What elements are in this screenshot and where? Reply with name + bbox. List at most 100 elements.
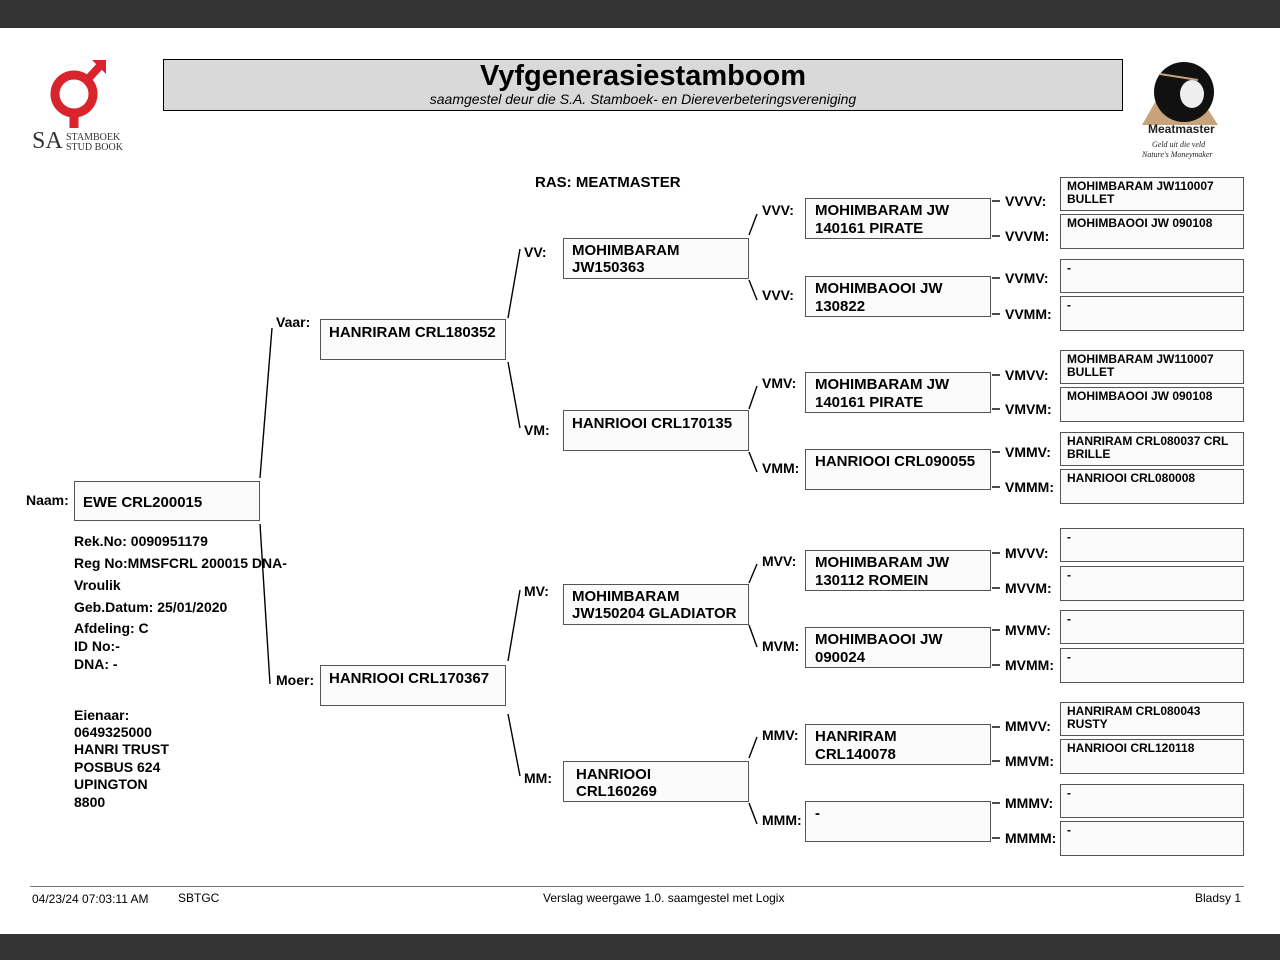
- vvvv-name: MOHIMBARAM JW110007 BULLET: [1067, 179, 1214, 206]
- vm-label: VM:: [524, 422, 550, 438]
- owner-line: 0649325000: [74, 724, 152, 740]
- vvv-name: MOHIMBARAM JW 140161 PIRATE: [815, 202, 950, 237]
- vmvv-name: MOHIMBARAM JW110007 BULLET: [1067, 352, 1214, 379]
- mvvv-label: MVVV:: [1005, 545, 1049, 561]
- vm-name: HANRIOOI CRL170135: [572, 415, 733, 432]
- dna: DNA: -: [74, 656, 118, 672]
- mmvm-name: HANRIOOI CRL120118: [1067, 741, 1195, 755]
- mmv-box: HANRIRAM CRL140078: [805, 724, 991, 765]
- vvmv-name: -: [1067, 261, 1071, 275]
- vmm-label: VMM:: [762, 460, 800, 476]
- reg-no: Reg No:MMSFCRL 200015 DNA-: [74, 555, 287, 571]
- viewer-top-bar: [0, 0, 1280, 28]
- mmvv-box: HANRIRAM CRL080043 RUSTY: [1060, 702, 1244, 736]
- vmvv-label: VMVV:: [1005, 367, 1049, 383]
- vvmv-box: -: [1060, 259, 1244, 293]
- meatmaster-logo: Meatmaster Geld uit die veld Nature's Mo…: [1138, 60, 1222, 168]
- pedigree-lines: [259, 200, 1000, 839]
- vv-label: VV:: [524, 244, 547, 260]
- mvm-label: MVM:: [762, 638, 800, 654]
- vmmv-label: VMMV:: [1005, 444, 1051, 460]
- vv-box: MOHIMBARAM JW150363: [563, 238, 749, 279]
- mm-box: HANRIOOI CRL160269: [563, 761, 749, 802]
- owner-line: POSBUS 624: [74, 759, 161, 775]
- mmmv-label: MMMV:: [1005, 795, 1054, 811]
- viewer-bottom-bar: [0, 934, 1280, 960]
- vmmv-box: HANRIRAM CRL080037 CRL BRILLE: [1060, 432, 1244, 466]
- mvm-box: MOHIMBAOOI JW 090024: [805, 627, 991, 668]
- owner-label: Eienaar:: [74, 707, 130, 723]
- sire-label: Vaar:: [276, 314, 311, 330]
- footer-report: Verslag weergawe 1.0. saamgestel met Log…: [543, 891, 785, 905]
- vmmm-name: HANRIOOI CRL080008: [1067, 471, 1196, 485]
- meatmaster-name: Meatmaster: [1148, 122, 1215, 136]
- mvmv-name: -: [1067, 612, 1071, 626]
- logo-line1: STAMBOEK: [66, 132, 121, 143]
- vvvm-box: MOHIMBAOOI JW 090108: [1060, 214, 1244, 249]
- owner-line: UPINGTON: [74, 776, 148, 792]
- vmvm-name: MOHIMBAOOI JW 090108: [1067, 389, 1213, 403]
- stamboek-mark-icon: [50, 60, 106, 128]
- vvmm-label: VVMM:: [1005, 306, 1052, 322]
- meatmaster-tagline1: Geld uit die veld: [1152, 140, 1206, 149]
- vm-box: HANRIOOI CRL170135: [563, 410, 749, 451]
- rek-no: Rek.No: 0090951179: [74, 533, 208, 549]
- mvv-name: MOHIMBARAM JW 130112 ROMEIN: [815, 554, 950, 589]
- mmmv-box: -: [1060, 784, 1244, 818]
- mvmv-box: -: [1060, 610, 1244, 644]
- mm-label: MM:: [524, 770, 552, 786]
- mmm-box: -: [805, 801, 991, 842]
- mv-name: MOHIMBARAM JW150204 GLADIATOR: [572, 588, 737, 622]
- owner-line: 8800: [74, 794, 106, 810]
- dam-label: Moer:: [276, 672, 315, 688]
- mvvm-label: MVVM:: [1005, 580, 1052, 596]
- vmv-box: MOHIMBARAM JW 140161 PIRATE: [805, 372, 991, 413]
- mm-name: HANRIOOI CRL160269: [576, 766, 657, 800]
- mvvm-box: -: [1060, 566, 1244, 601]
- page-subtitle: saamgestel deur die S.A. Stamboek- en Di…: [429, 91, 857, 107]
- vmvv-box: MOHIMBARAM JW110007 BULLET: [1060, 350, 1244, 384]
- mmv-name: HANRIRAM CRL140078: [815, 728, 897, 763]
- mvmm-name: -: [1067, 650, 1071, 664]
- mmv-label: MMV:: [762, 727, 799, 743]
- logo-sa-mark: SA: [32, 128, 63, 154]
- footer-page: Bladsy 1: [1195, 891, 1242, 905]
- logo-line2: STUD BOOK: [66, 142, 123, 153]
- vvv-label: VVV:: [762, 202, 794, 218]
- owner-line: HANRI TRUST: [74, 741, 169, 757]
- vmmv-name: HANRIRAM CRL080037 CRL BRILLE: [1067, 434, 1229, 461]
- sex: Vroulik: [74, 577, 121, 593]
- dam-box: HANRIOOI CRL170367: [320, 665, 506, 706]
- breed-label: RAS: MEATMASTER: [535, 174, 681, 191]
- mvv-label: MVV:: [762, 553, 797, 569]
- meatmaster-tagline2: Nature's Moneymaker: [1142, 150, 1213, 159]
- mmvv-name: HANRIRAM CRL080043 RUSTY: [1067, 704, 1201, 731]
- animal-name: EWE CRL200015: [83, 494, 203, 511]
- vvmm-name: -: [1067, 298, 1071, 312]
- mmvm-label: MMVM:: [1005, 753, 1054, 769]
- vmvm-box: MOHIMBAOOI JW 090108: [1060, 387, 1244, 422]
- mvvv-name: -: [1067, 530, 1071, 544]
- id-no: ID No:-: [74, 638, 120, 654]
- birth-date: Geb.Datum: 25/01/2020: [74, 599, 228, 615]
- mmmv-name: -: [1067, 786, 1071, 800]
- sire-box: HANRIRAM CRL180352: [320, 319, 506, 360]
- mvm-name: MOHIMBAOOI JW 090024: [815, 631, 943, 666]
- mvmv-label: MVMV:: [1005, 622, 1051, 638]
- mvmm-label: MVMM:: [1005, 657, 1054, 673]
- afdeling: Afdeling: C: [74, 620, 149, 636]
- vvv-box: MOHIMBARAM JW 140161 PIRATE: [805, 198, 991, 239]
- vmm-name: HANRIOOI CRL090055: [815, 453, 976, 470]
- mvmm-box: -: [1060, 648, 1244, 683]
- vvm-name: MOHIMBAOOI JW 130822: [815, 280, 943, 315]
- sa-stamboek-logo: SA STAMBOEK STUD BOOK: [30, 56, 134, 156]
- vmv-label: VMV:: [762, 375, 797, 391]
- vvmv-label: VVMV:: [1005, 270, 1049, 286]
- vvvm-label: VVVM:: [1005, 228, 1050, 244]
- mv-label: MV:: [524, 583, 549, 599]
- vmm-box: HANRIOOI CRL090055: [805, 449, 991, 490]
- document-page: SA STAMBOEK STUD BOOK Vyfgenerasiestambo…: [0, 28, 1280, 934]
- mvvv-box: -: [1060, 528, 1244, 562]
- name-label: Naam:: [26, 492, 69, 508]
- vvvv-label: VVVV:: [1005, 193, 1047, 209]
